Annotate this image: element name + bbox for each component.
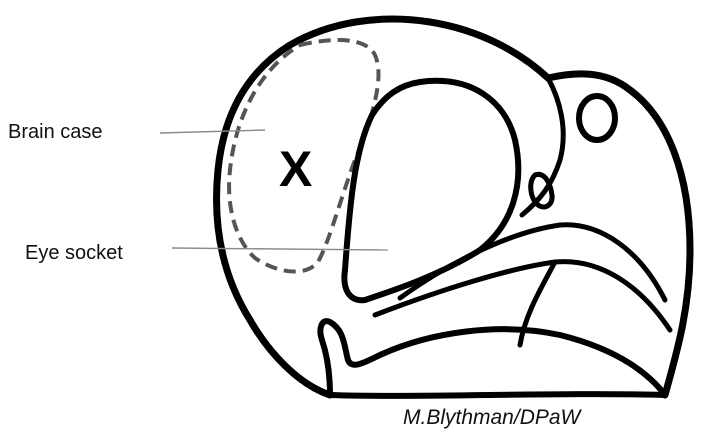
lower-jaw-outline [320, 321, 665, 395]
nostril-ring [579, 96, 615, 140]
brain-case-label: Brain case [8, 121, 103, 144]
image-credit: M.Blythman/DPaW [403, 406, 580, 430]
mandible-upper [400, 225, 665, 300]
mandible-lower [375, 262, 670, 330]
beak-inner-line [522, 78, 563, 215]
eye-socket-leader [172, 248, 388, 250]
eye-socket [344, 81, 518, 300]
eye-socket-label: Eye socket [25, 242, 123, 265]
skull-outline [217, 19, 690, 395]
brain-case-leader [160, 130, 265, 133]
jaw-bottom-line [330, 394, 665, 396]
brain-case-marker: X [279, 140, 312, 198]
